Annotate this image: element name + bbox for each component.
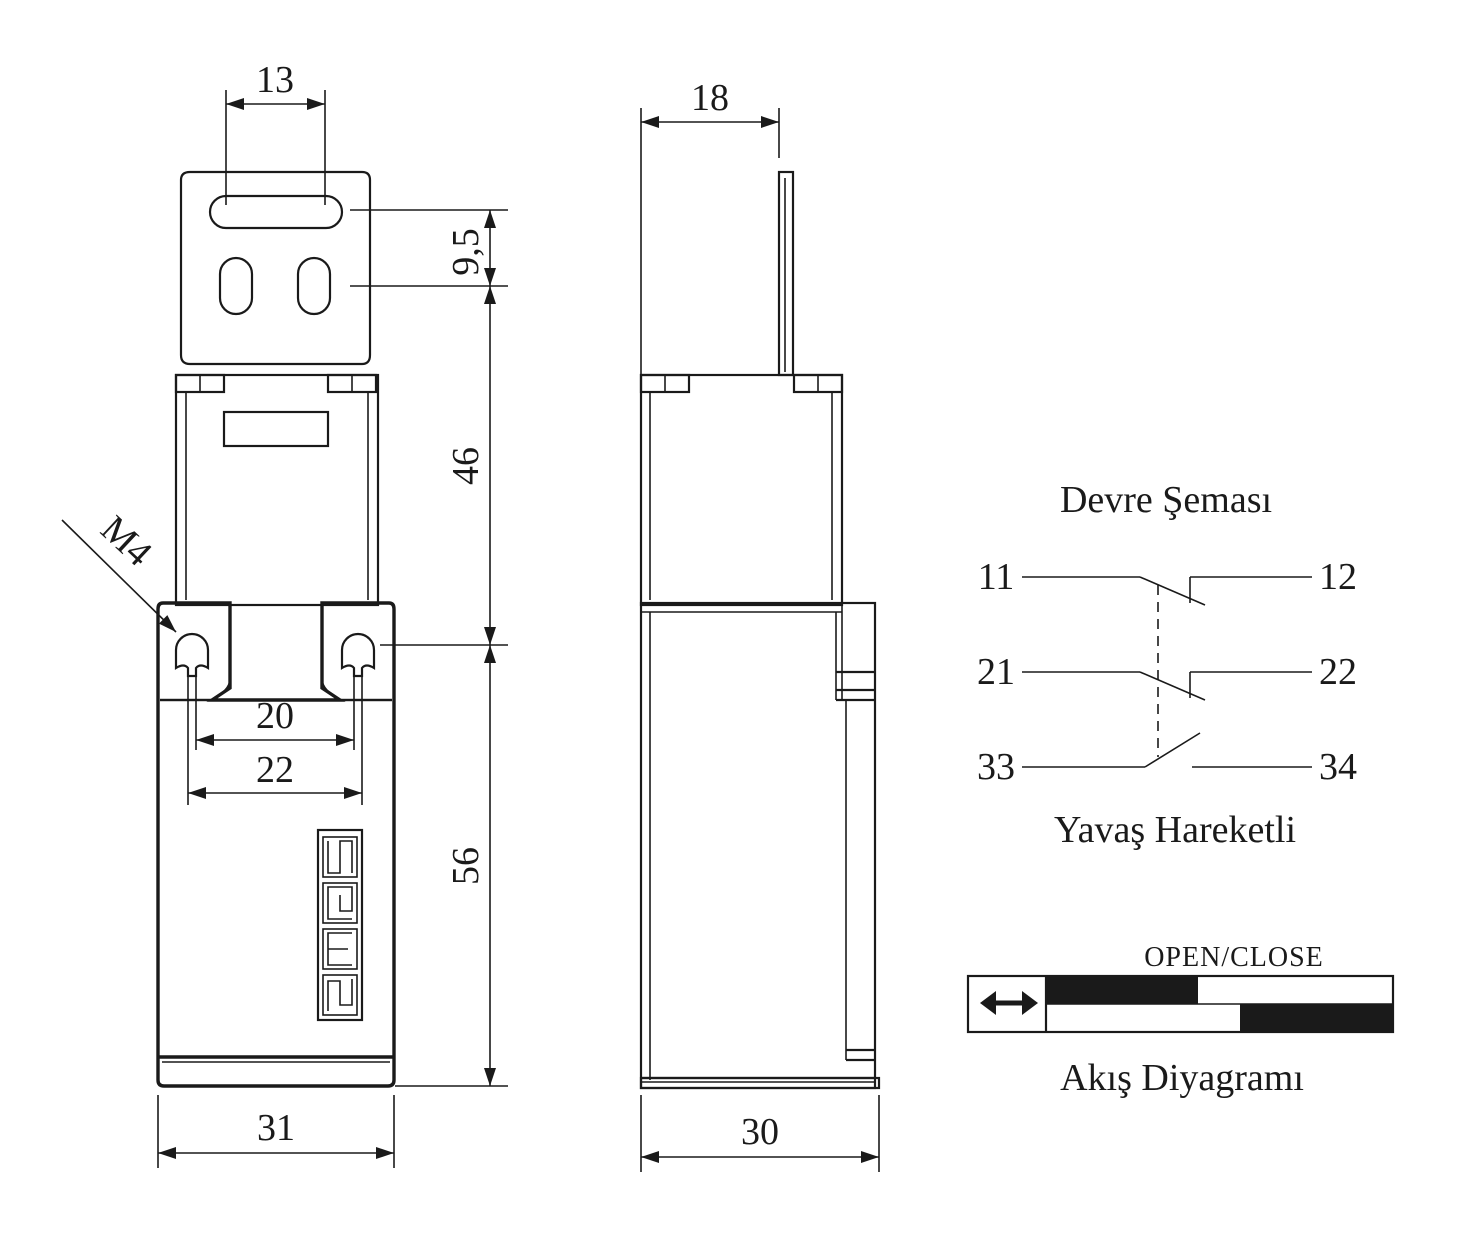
dim-22: 22 — [256, 749, 294, 791]
emas-logo-icon — [316, 828, 364, 1022]
terminal-34: 34 — [1319, 746, 1357, 788]
flow-title: Akış Diyagramı — [1060, 1057, 1304, 1099]
double-arrow-icon — [980, 991, 1038, 1015]
thread-label: M4 — [93, 508, 160, 575]
dim-13: 13 — [256, 59, 294, 101]
terminal-11: 11 — [978, 556, 1015, 598]
side-view: 18 30 — [639, 77, 881, 1172]
dim-31: 31 — [257, 1107, 295, 1149]
flow-header: OPEN/CLOSE — [1144, 942, 1324, 973]
terminal-12: 12 — [1319, 556, 1357, 598]
dim-18: 18 — [691, 77, 729, 119]
circuit-title: Devre Şeması — [1060, 479, 1272, 521]
circuit-subtitle: Yavaş Hareketli — [1054, 809, 1296, 851]
dim-9-5: 9,5 — [445, 228, 487, 276]
terminal-21: 21 — [977, 651, 1015, 693]
front-view: 13 9,5 46 56 20 22 31 M4 — [61, 59, 508, 1168]
dim-46: 46 — [445, 447, 487, 485]
circuit-diagram: Devre Şeması 11 12 21 22 33 34 Yavaş Har… — [977, 479, 1357, 851]
terminal-22: 22 — [1319, 651, 1357, 693]
flow-diagram: OPEN/CLOSE Akış Diyagramı — [966, 942, 1395, 1099]
dim-20: 20 — [256, 695, 294, 737]
dim-56: 56 — [445, 847, 487, 885]
dim-30: 30 — [741, 1111, 779, 1153]
terminal-33: 33 — [977, 746, 1015, 788]
